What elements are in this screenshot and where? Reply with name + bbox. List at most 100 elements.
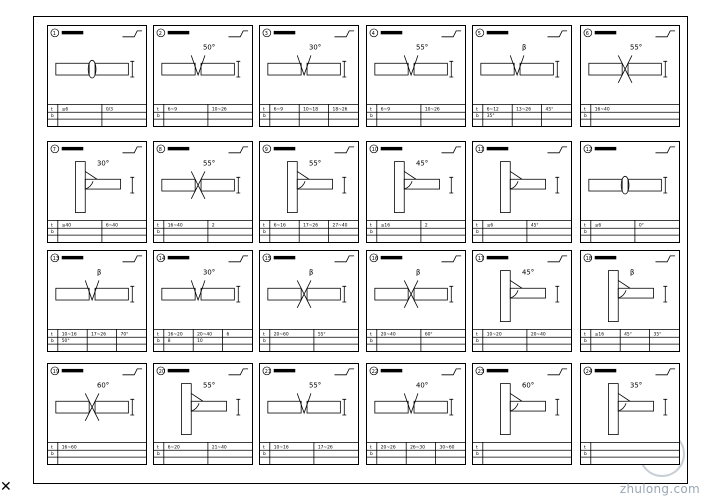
table-row-label: t <box>51 331 53 337</box>
table-row-label: b <box>263 338 266 344</box>
detail-title-text <box>380 368 403 373</box>
detail-number-circle <box>475 253 485 263</box>
table-row-label: b <box>476 229 479 235</box>
joint-sketch <box>181 383 241 435</box>
table-row-label: t <box>51 106 53 112</box>
detail-number-circle <box>475 28 485 38</box>
detail-number-circle <box>50 366 60 376</box>
weld-symbol-icon <box>441 30 462 38</box>
detail-title-text <box>167 368 190 373</box>
detail-number: 8 <box>159 147 162 153</box>
table-row-label: t <box>157 222 159 228</box>
detail-number-circle <box>262 144 272 154</box>
table-row-label: b <box>263 451 266 457</box>
table-cell-value: 16~40 <box>168 222 183 228</box>
detail-number: 21 <box>265 369 271 375</box>
weld-symbol-icon <box>655 255 676 263</box>
joint-sketch <box>608 270 668 322</box>
table-row-label: b <box>263 113 266 119</box>
detail-title-text <box>594 255 617 260</box>
table-cell-value: 6 <box>227 331 230 337</box>
weld-symbol-icon <box>228 368 249 376</box>
weld-symbol-icon <box>655 30 676 38</box>
joint-sketch <box>500 161 560 213</box>
table-cell-value: 17~26 <box>303 222 318 228</box>
joint-sketch <box>500 270 560 322</box>
table-row-label: t <box>476 106 478 112</box>
bevel-angle-label: 60° <box>97 382 109 390</box>
detail-number-circle <box>369 144 379 154</box>
table-cell-value: ≤6 <box>595 222 602 228</box>
bevel-angle-label: 35° <box>630 382 642 390</box>
table-row-label: b <box>370 113 373 119</box>
table-row-label: t <box>476 331 478 337</box>
table-row-label: b <box>476 451 479 457</box>
bevel-angle-label: 30° <box>203 269 215 277</box>
weld-symbol-icon <box>334 146 355 154</box>
table-row-label: t <box>263 222 265 228</box>
bevel-angle-label: 55° <box>309 160 321 168</box>
detail-title-text <box>594 146 617 151</box>
table-row-label: t <box>584 331 586 337</box>
weld-symbol-icon <box>228 30 249 38</box>
detail-number-circle <box>475 366 485 376</box>
joint-sketch <box>55 59 135 79</box>
table-row-label: t <box>370 444 372 450</box>
table-row-label: t <box>584 444 586 450</box>
weld-symbol-icon <box>441 368 462 376</box>
detail-number-circle <box>50 253 60 263</box>
table-row-label: b <box>157 229 160 235</box>
detail-number-circle <box>475 144 485 154</box>
table-row-label: b <box>476 113 479 119</box>
bevel-angle-label: 40° <box>416 382 428 390</box>
bevel-angle-label: β <box>416 269 420 277</box>
detail-number: 22 <box>372 369 378 375</box>
table-cell-value: ≤40 <box>62 222 71 228</box>
detail-title-text <box>486 368 509 373</box>
detail-number: 3 <box>265 31 268 37</box>
table-cell-value: 16~40 <box>595 106 610 112</box>
weld-symbol-icon <box>655 368 676 376</box>
detail-title-text <box>167 255 190 260</box>
bevel-angle-label: 55° <box>416 44 428 52</box>
detail-title-text <box>167 30 190 35</box>
table-cell-value: 6~9 <box>274 106 283 112</box>
weld-symbol-icon <box>441 255 462 263</box>
table-cell-value: 27~40 <box>333 222 348 228</box>
table-row-label: t <box>370 106 372 112</box>
table-cell-value: 17~26 <box>318 444 333 450</box>
table-cell-value: 26~30 <box>410 444 425 450</box>
watermark-text: zhulong.com <box>619 482 700 496</box>
bevel-angle-label: β <box>309 269 313 277</box>
bevel-angle-label: 55° <box>630 44 642 52</box>
weld-symbol-icon <box>122 368 143 376</box>
detail-number: 6 <box>586 31 589 37</box>
detail-title-text <box>380 255 403 260</box>
table-cell-value: 10~20 <box>487 331 502 337</box>
joint-sketch <box>55 280 135 303</box>
detail-number: 5 <box>478 31 481 37</box>
detail-number: 10 <box>372 147 378 153</box>
detail-number: 24 <box>586 369 592 375</box>
detail-number: 4 <box>372 31 375 37</box>
joint-sketch <box>588 175 668 195</box>
table-cell-value: 16~20 <box>168 331 183 337</box>
weld-symbol-icon <box>122 30 143 38</box>
table-cell-value: 13~26 <box>516 106 531 112</box>
table-row-label: b <box>476 338 479 344</box>
joint-sketch <box>55 393 135 422</box>
table-row-label: b <box>51 229 54 235</box>
detail-number: 18 <box>586 256 592 262</box>
